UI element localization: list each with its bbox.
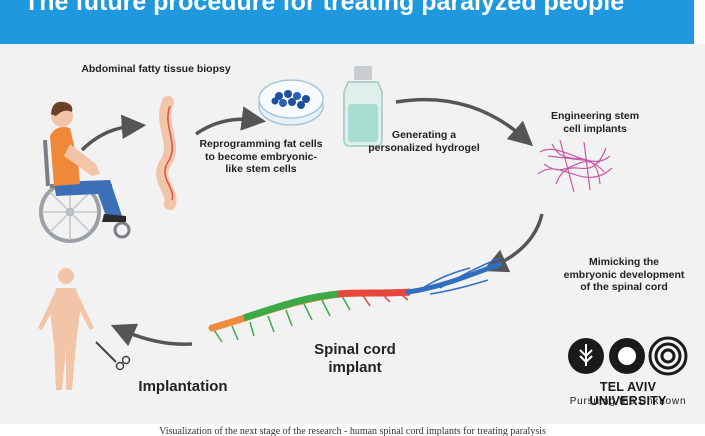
petri-dish-icon: [258, 79, 324, 126]
engineering-label: Engineering stem cell implants: [550, 110, 640, 135]
spinal-cord-implant-icon: [208, 257, 503, 343]
reprogramming-label: Reprogramming fat cells to become embryo…: [199, 138, 323, 176]
human-body-icon: [38, 268, 131, 390]
arrow-hydrogel: [395, 97, 534, 147]
tel-aviv-university-logo: [568, 336, 688, 376]
page-title: The future procedure for treating paraly…: [24, 0, 625, 16]
image-caption: Visualization of the next stage of the r…: [159, 426, 546, 436]
flow-arrows: [80, 97, 544, 347]
hydrogel-label: Generating a personalized hydrogel: [368, 129, 480, 154]
patient-wheelchair-icon: [39, 101, 131, 243]
arrow-reprogram: [195, 106, 267, 136]
diagram-panel: Abdominal fatty tissue biopsy Reprogramm…: [0, 44, 705, 424]
arrow-biopsy: [80, 114, 147, 152]
university-name: TEL AVIV UNIVERSITY: [589, 380, 667, 408]
implantation-label: Implantation: [138, 378, 228, 395]
arrow-implantation: [110, 323, 193, 347]
title-banner: The future procedure for treating paraly…: [0, 0, 694, 44]
procedure-illustration: [38, 66, 613, 390]
spinal-cord-implant-label: Spinal cord implant: [314, 341, 396, 376]
mimicking-label: Mimicking the embryonic development of t…: [563, 256, 685, 294]
arrow-mimicking: [482, 213, 544, 273]
fat-tissue-icon: [156, 96, 177, 210]
biopsy-label: Abdominal fatty tissue biopsy: [81, 63, 231, 75]
hydrogel-vial-icon: [343, 66, 383, 147]
university-tagline: Pursuing the Unknown: [569, 396, 687, 407]
stem-cell-mesh-icon: [537, 139, 613, 193]
